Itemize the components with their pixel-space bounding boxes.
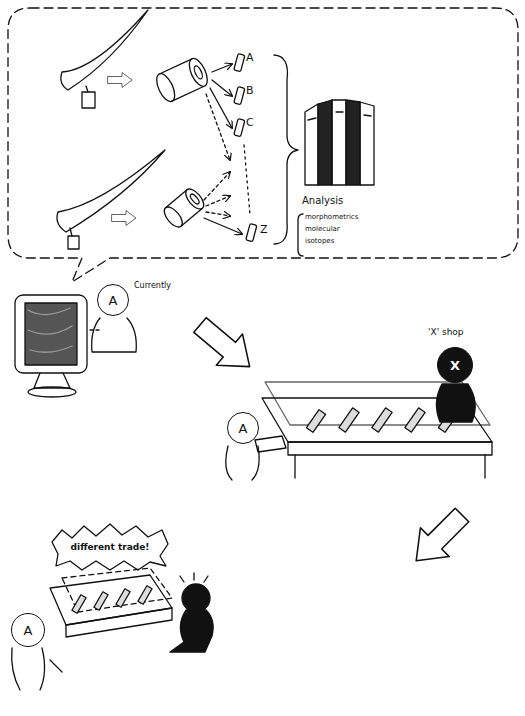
- person-body: [436, 384, 475, 422]
- hollow-arrow: [112, 211, 136, 226]
- hollow-arrow: [187, 309, 263, 382]
- hollow-arrow: [108, 73, 132, 88]
- sample-letter: C: [246, 117, 254, 129]
- caption-note: 'X' shop: [428, 328, 464, 338]
- analysis-label: Analysis: [302, 195, 343, 206]
- tag: [68, 236, 79, 249]
- sample-tube: [234, 118, 245, 136]
- sample-letter: B: [246, 85, 254, 97]
- sample-letter: A: [246, 52, 254, 64]
- cylinder: [153, 56, 211, 104]
- books: [305, 100, 374, 185]
- sample-tube: [234, 53, 245, 71]
- cylinder: [161, 186, 207, 230]
- analysis-label: morphometrics: [305, 214, 358, 222]
- speech-burst: [52, 524, 168, 570]
- bracket: [298, 214, 303, 256]
- shopkeeper-head: X: [437, 347, 473, 383]
- brace: [274, 55, 298, 244]
- person-head: A: [11, 613, 45, 647]
- tusk: [61, 10, 148, 90]
- tusk: [57, 150, 165, 232]
- tag: [82, 92, 95, 108]
- sample-tube: [246, 223, 257, 241]
- person-letter: A: [239, 422, 248, 435]
- analysis-label: molecular: [305, 226, 340, 234]
- kneeling-figure: [170, 610, 213, 652]
- person-head: A: [227, 412, 259, 444]
- person-letter: X: [450, 359, 460, 372]
- kneeling-figure-head: [182, 584, 210, 612]
- thought-region: [8, 8, 518, 282]
- person-letter: A: [109, 294, 118, 307]
- sample-letter: Z: [260, 224, 268, 236]
- analysis-label: isotopes: [305, 238, 334, 246]
- exclamation: different trade!: [71, 543, 150, 553]
- person-letter: A: [24, 624, 33, 637]
- hollow-arrow: [402, 501, 477, 576]
- person-body: [92, 318, 137, 352]
- person-head: A: [97, 284, 129, 316]
- monitor: [15, 295, 87, 373]
- caption-note: Currently: [134, 282, 171, 291]
- sample-tube: [234, 86, 245, 104]
